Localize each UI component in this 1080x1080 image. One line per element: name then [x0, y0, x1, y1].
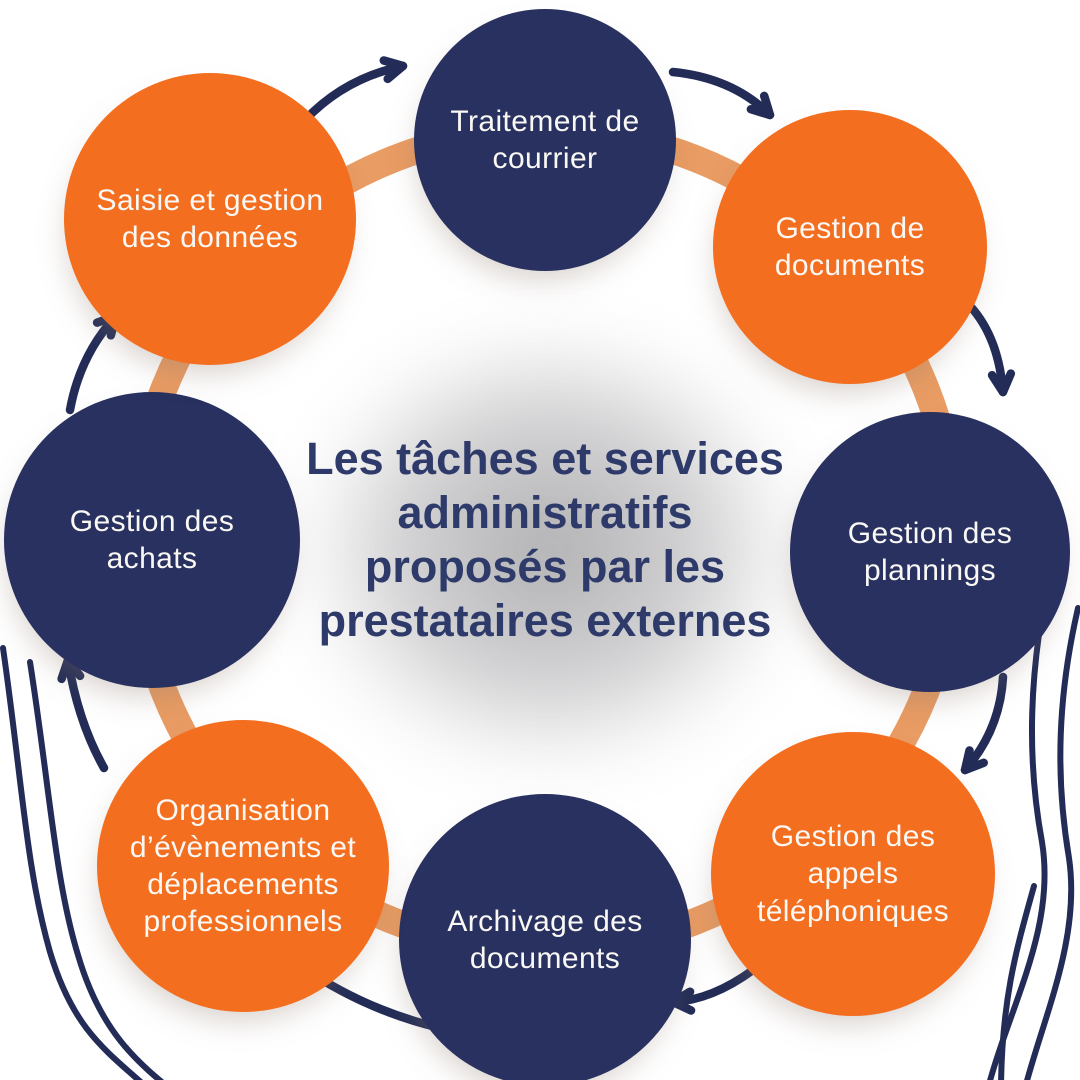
flow-arrow-left-to-topleft: [65, 311, 121, 415]
cycle-node-traitement-courrier: Traitement de courrier: [414, 9, 676, 271]
cycle-node-label: Archivage des documents: [447, 904, 643, 975]
flow-arrow-topleft-to-top: [300, 56, 408, 125]
cycle-node-gestion-documents: Gestion de documents: [713, 110, 987, 384]
decor-wave-bottomright-2: [1024, 605, 1080, 1080]
cycle-node-label: Traitement de courrier: [450, 104, 640, 175]
cycle-node-label: Gestion des plannings: [847, 516, 1013, 587]
center-shadow-blob: [295, 325, 805, 775]
cycle-node-archivage-documents: Archivage des documents: [399, 794, 691, 1080]
cycle-node-gestion-appels: Gestion des appels téléphoniques: [711, 732, 995, 1016]
decor-wave-bottomright-3: [998, 883, 1037, 1080]
decor-wave-bottomleft-1: [0, 645, 144, 1080]
cycle-node-label: Organisation d’évènements et déplacement…: [129, 793, 357, 939]
cycle-node-saisie-donnees: Saisie et gestion des données: [64, 73, 356, 365]
decor-wave-bottomleft-2: [27, 659, 165, 1080]
cycle-node-label: Saisie et gestion des données: [96, 183, 324, 254]
flow-arrow-right-to-bottomright: [960, 672, 1008, 775]
diagram-title: Les tâches et services administratifs pr…: [306, 433, 784, 646]
flow-arrow-top-to-topright: [668, 67, 775, 120]
cycle-node-gestion-plannings: Gestion des plannings: [790, 412, 1070, 692]
decor-wave-bottomright-1: [987, 579, 1051, 1080]
cycle-node-organisation-evenements: Organisation d’évènements et déplacement…: [97, 720, 389, 1012]
cycle-node-gestion-achats: Gestion des achats: [4, 392, 300, 688]
cycle-node-label: Gestion des achats: [69, 504, 235, 575]
cycle-node-label: Gestion des appels téléphoniques: [756, 820, 950, 928]
cycle-node-label: Gestion de documents: [774, 211, 926, 282]
